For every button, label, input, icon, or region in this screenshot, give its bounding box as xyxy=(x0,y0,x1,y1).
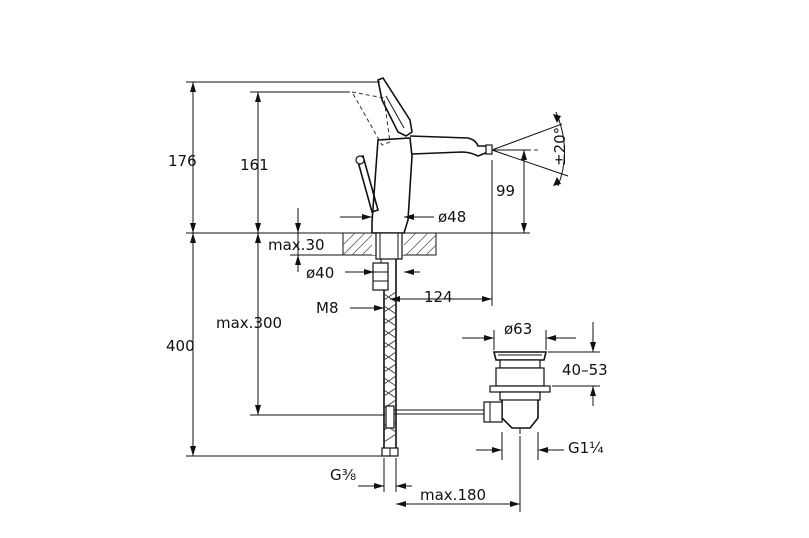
label-176: 176 xyxy=(168,152,197,170)
label-40-53: 40–53 xyxy=(562,361,608,379)
popup-linkage xyxy=(385,405,484,429)
dimension-dia40: ø40 xyxy=(306,264,420,282)
label-angle: ±20° xyxy=(551,127,569,166)
dimension-m8: M8 xyxy=(316,299,384,317)
label-max300: max.300 xyxy=(216,314,282,332)
dimension-400: 400 xyxy=(166,233,196,456)
label-g114: G1¼ xyxy=(568,439,604,457)
dimension-max300: max.300 xyxy=(216,233,282,415)
reference-lines xyxy=(186,81,530,457)
label-dia40: ø40 xyxy=(306,264,334,282)
faucet-body xyxy=(351,77,493,234)
flexible-hose xyxy=(381,259,399,457)
label-max180: max.180 xyxy=(420,486,486,504)
label-99: 99 xyxy=(496,182,515,200)
label-max30: max.30 xyxy=(268,236,325,254)
dimension-99: 99 xyxy=(494,149,530,233)
label-g38: G⅜ xyxy=(330,466,356,484)
dimension-max180: max.180 xyxy=(396,436,521,512)
dimension-g38: G⅜ xyxy=(330,458,412,492)
dimension-176: 176 xyxy=(168,82,197,233)
dimension-max30: max.30 xyxy=(268,208,343,272)
label-124: 124 xyxy=(424,288,453,306)
dimension-dia63: ø63 xyxy=(462,320,576,350)
dimension-g114: G1¼ xyxy=(476,432,604,460)
waste-assembly xyxy=(483,351,551,434)
dimension-40-53: 40–53 xyxy=(548,322,608,406)
mounting-fittings xyxy=(372,232,403,291)
label-dia63: ø63 xyxy=(504,320,532,338)
dimension-124: 124 xyxy=(390,160,493,306)
spray-angle: ±20° xyxy=(491,111,569,187)
label-400: 400 xyxy=(166,337,195,355)
label-dia48: ø48 xyxy=(438,208,466,226)
label-m8: M8 xyxy=(316,299,339,317)
label-161: 161 xyxy=(240,156,269,174)
dimension-dia48: ø48 xyxy=(340,208,466,226)
dimension-161: 161 xyxy=(240,92,269,233)
